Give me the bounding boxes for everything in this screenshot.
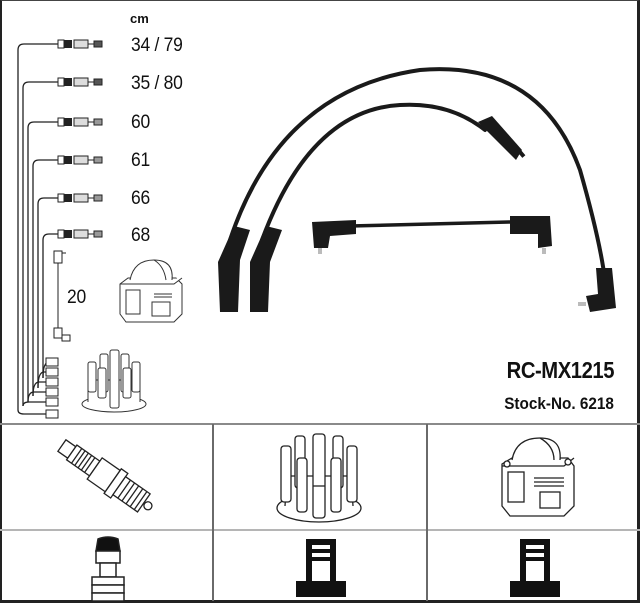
distributor-cap-icon <box>276 433 362 523</box>
lead-length-2: 35 / 80 <box>131 73 183 94</box>
ignition-coil-icon <box>119 259 183 323</box>
lead-length-6: 68 <box>131 225 150 246</box>
lead-length-3: 60 <box>131 112 150 133</box>
coil-lead-length: 20 <box>67 287 86 308</box>
ignition-coil-icon <box>501 437 575 517</box>
ignition-lead-set-illustration <box>218 67 616 312</box>
stock-number: Stock-No. 6218 <box>504 394 614 413</box>
grid-divider-right <box>426 424 428 601</box>
grid-divider-middle <box>0 529 640 531</box>
grid-divider-top <box>0 423 640 425</box>
coil-tower-terminal-icon <box>510 539 560 597</box>
distributor-tower-terminal-icon <box>296 539 346 597</box>
lead-length-1: 34 / 79 <box>131 35 183 56</box>
lead-length-5: 66 <box>131 188 150 209</box>
lead-length-4: 61 <box>131 150 150 171</box>
spark-plug-icon <box>56 438 153 513</box>
distributor-cap-icon <box>81 349 147 413</box>
lead-schematic <box>17 39 103 419</box>
grid-divider-left <box>212 424 214 601</box>
spark-plug-terminal-icon <box>91 536 125 602</box>
part-number: RC-MX1215 <box>506 357 615 383</box>
length-unit-label: cm <box>130 11 149 26</box>
